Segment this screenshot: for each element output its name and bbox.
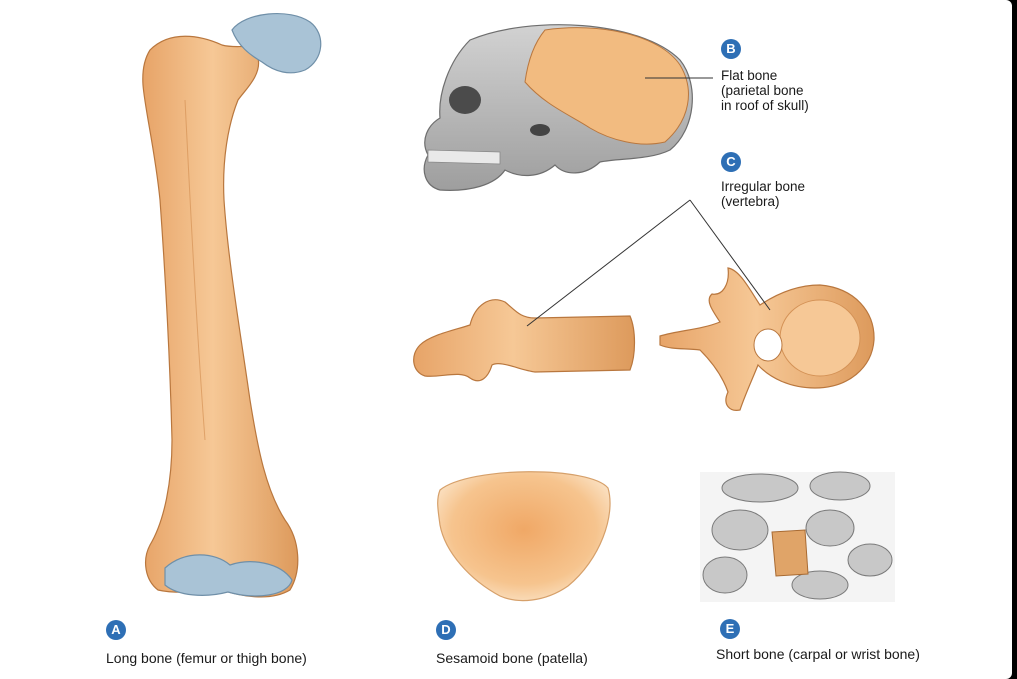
label-b-line1: Flat bone — [721, 68, 778, 83]
label-a-badge: A — [106, 620, 126, 640]
label-e-badge: E — [720, 619, 740, 639]
label-a-caption: Long bone (femur or thigh bone) — [106, 650, 307, 666]
label-b-caption: Flat bone (parietal bone in roof of skul… — [721, 68, 861, 113]
femur-bone — [142, 12, 322, 598]
vertebra-top — [659, 267, 875, 411]
label-d-caption: Sesamoid bone (patella) — [436, 650, 588, 666]
label-b-badge: B — [721, 39, 741, 59]
wrist-carpals — [700, 471, 895, 602]
label-b-line2: (parietal bone — [721, 83, 804, 98]
irregular-bone-leader-lines — [526, 199, 771, 327]
label-e-caption: Short bone (carpal or wrist bone) — [716, 646, 920, 662]
skull — [423, 24, 693, 191]
patella — [437, 471, 611, 602]
label-c-line2: (vertebra) — [721, 194, 780, 209]
label-c-caption: Irregular bone (vertebra) — [721, 179, 861, 209]
vertebra-side — [413, 299, 636, 382]
label-c-badge: C — [721, 152, 741, 172]
label-b-line3: in roof of skull) — [721, 98, 809, 113]
label-d-badge: D — [436, 620, 456, 640]
label-c-line1: Irregular bone — [721, 179, 806, 194]
